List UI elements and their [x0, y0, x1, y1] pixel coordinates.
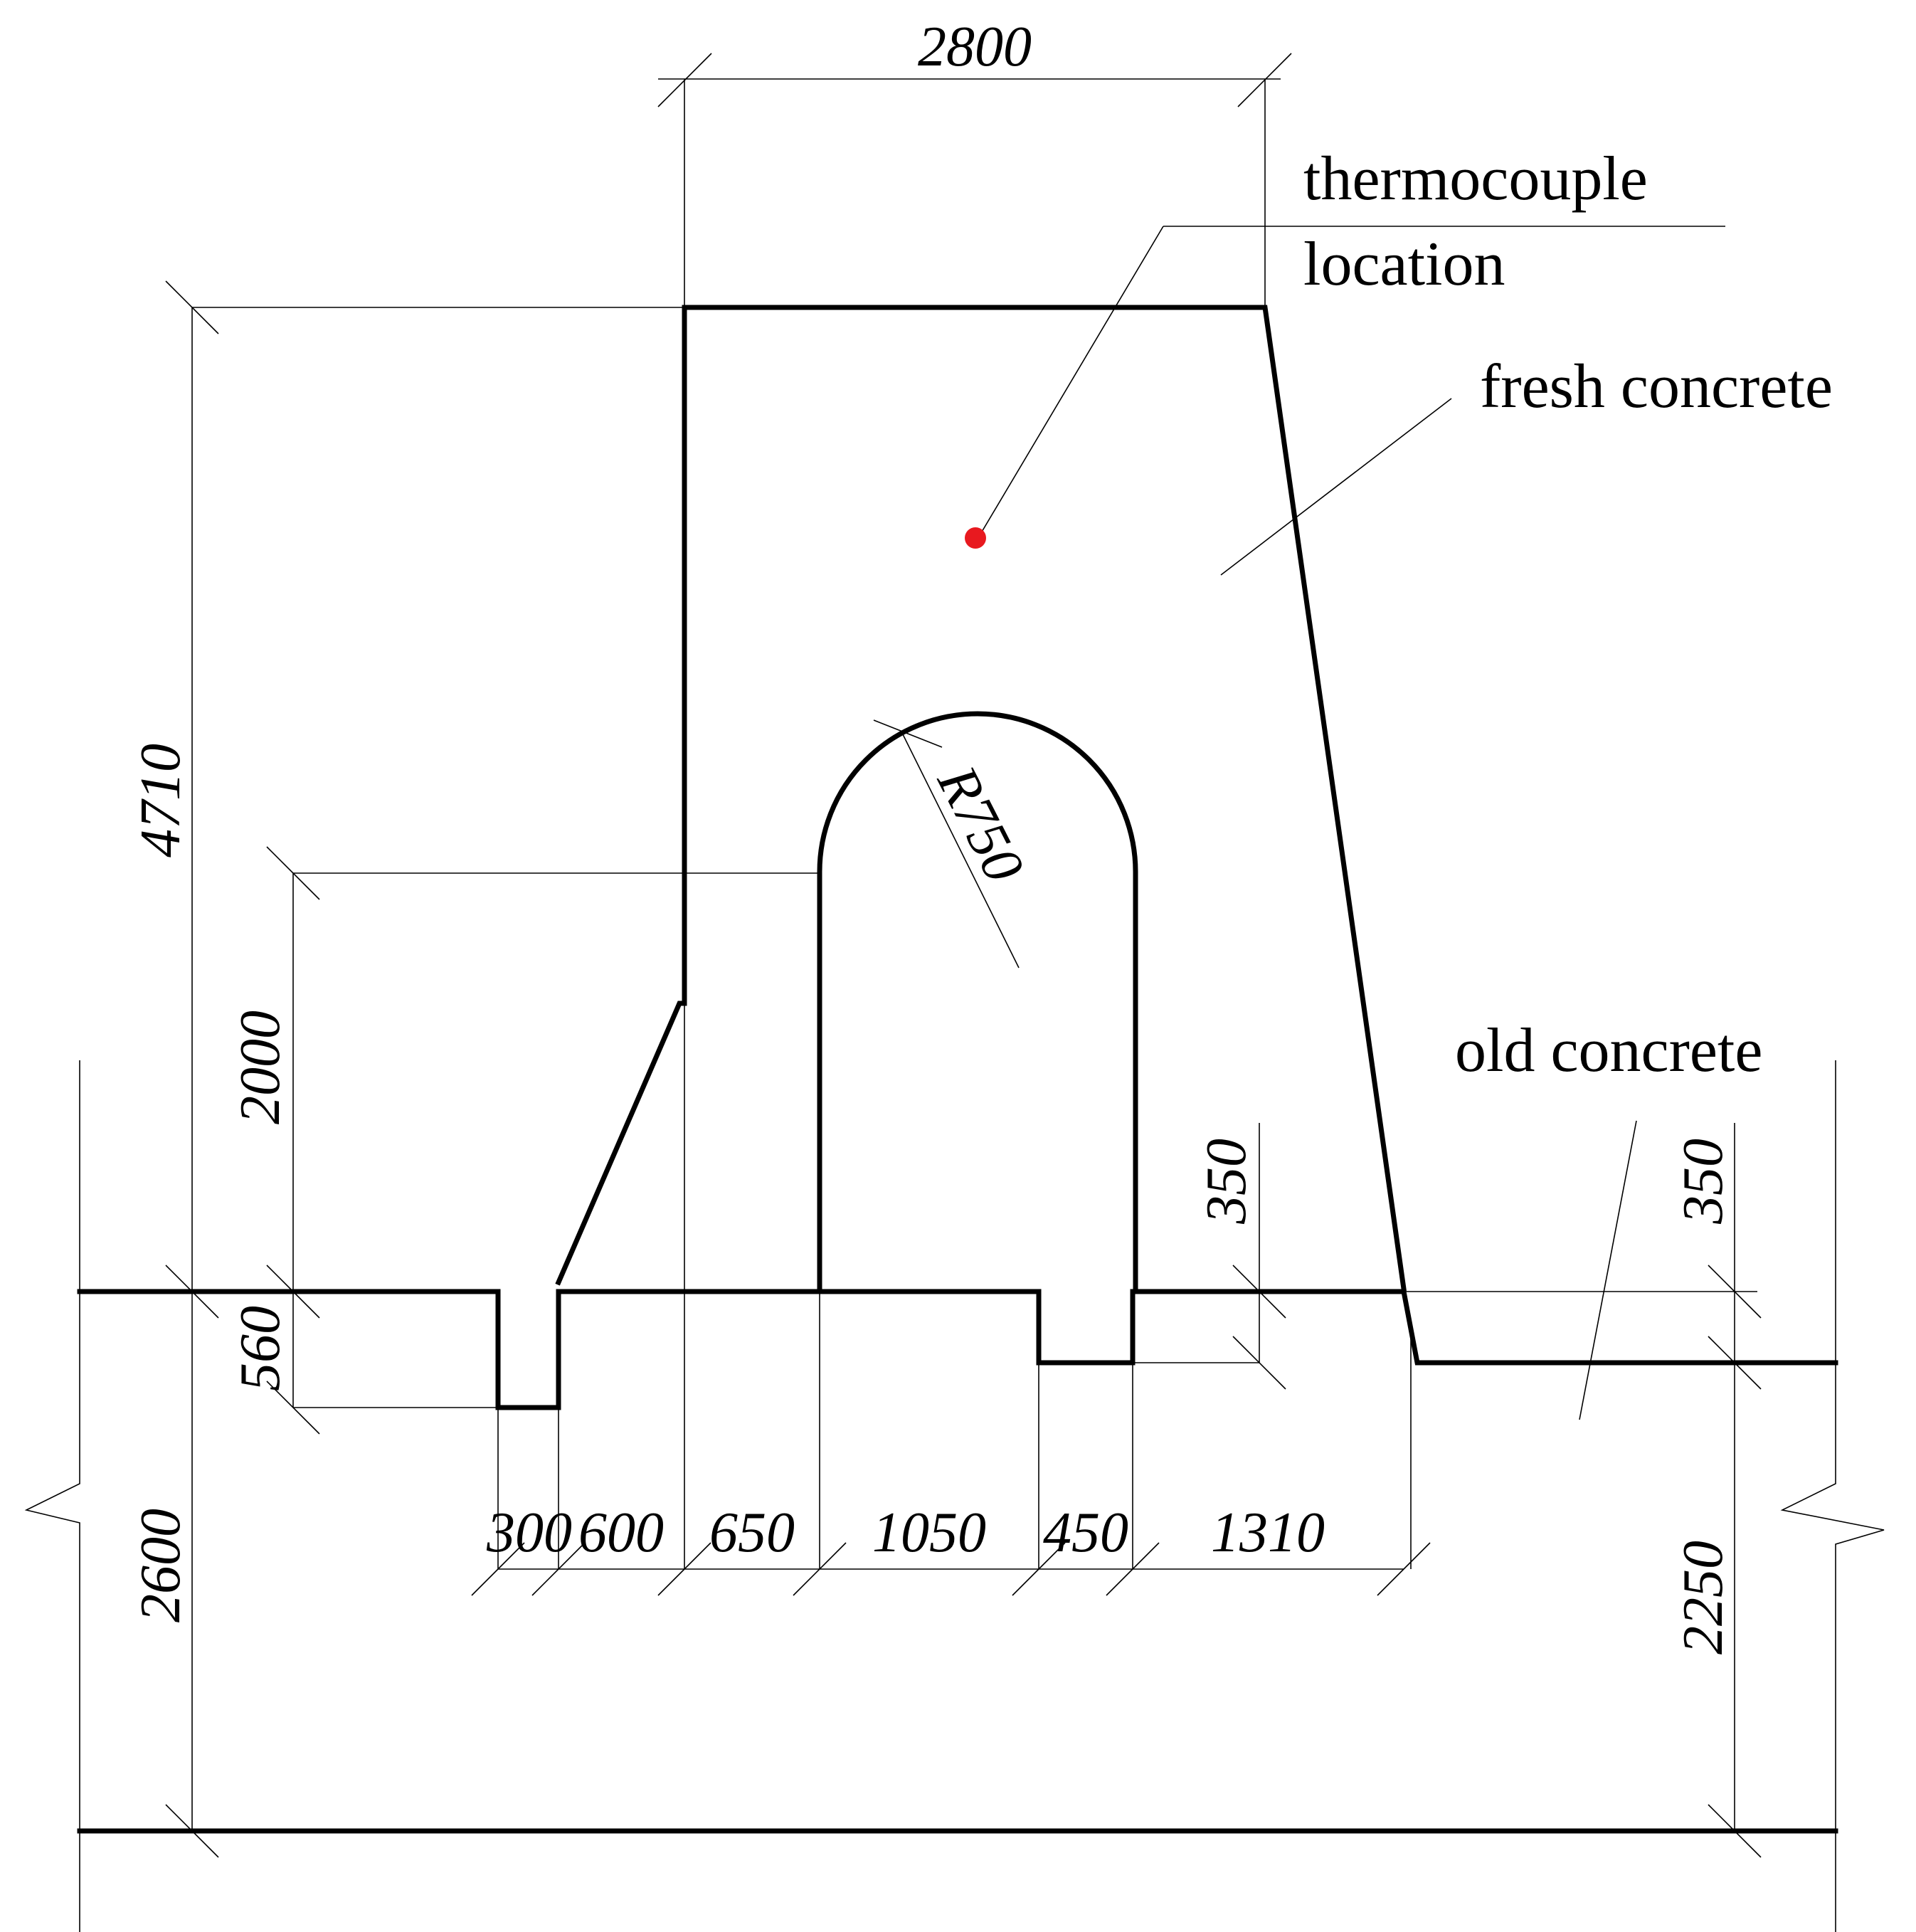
dim-bottom-450: 450	[1043, 1501, 1128, 1564]
dim-old-base-left: 2600	[129, 1509, 192, 1622]
fresh-concrete-outline	[555, 305, 1407, 1292]
dim-step-outer: 350	[1672, 1139, 1735, 1225]
old-concrete-label: old concrete	[1455, 1016, 1762, 1085]
dim-bottom-1310: 1310	[1211, 1501, 1325, 1564]
dim-bottom-600: 600	[578, 1501, 664, 1564]
dim-total-height: 4710	[129, 744, 192, 857]
thermocouple-label-line2: location	[1303, 230, 1505, 299]
dim-arch-radius: R750	[925, 756, 1036, 892]
dim-bottom-650: 650	[709, 1501, 795, 1564]
dimension-lines	[165, 53, 1762, 1858]
thermocouple-label-line1: thermocouple	[1303, 144, 1648, 213]
dim-old-base-right: 2250	[1672, 1541, 1735, 1654]
old-concrete-top-surface	[77, 1289, 1838, 1410]
arch-opening-outline	[817, 711, 1138, 1292]
dim-arch-wall-height: 2000	[229, 1010, 292, 1124]
dim-step-inner: 350	[1195, 1139, 1258, 1225]
right-break-line	[1780, 1060, 1885, 1932]
left-break-line	[24, 1060, 80, 1932]
thermocouple-marker	[965, 527, 986, 549]
dim-bottom-1050: 1050	[872, 1501, 986, 1564]
dim-bottom-300: 300	[486, 1501, 572, 1564]
dim-top-width: 2800	[918, 16, 1032, 78]
dim-groove-depth: 560	[229, 1306, 292, 1391]
fresh-concrete-label: fresh concrete	[1480, 352, 1833, 421]
